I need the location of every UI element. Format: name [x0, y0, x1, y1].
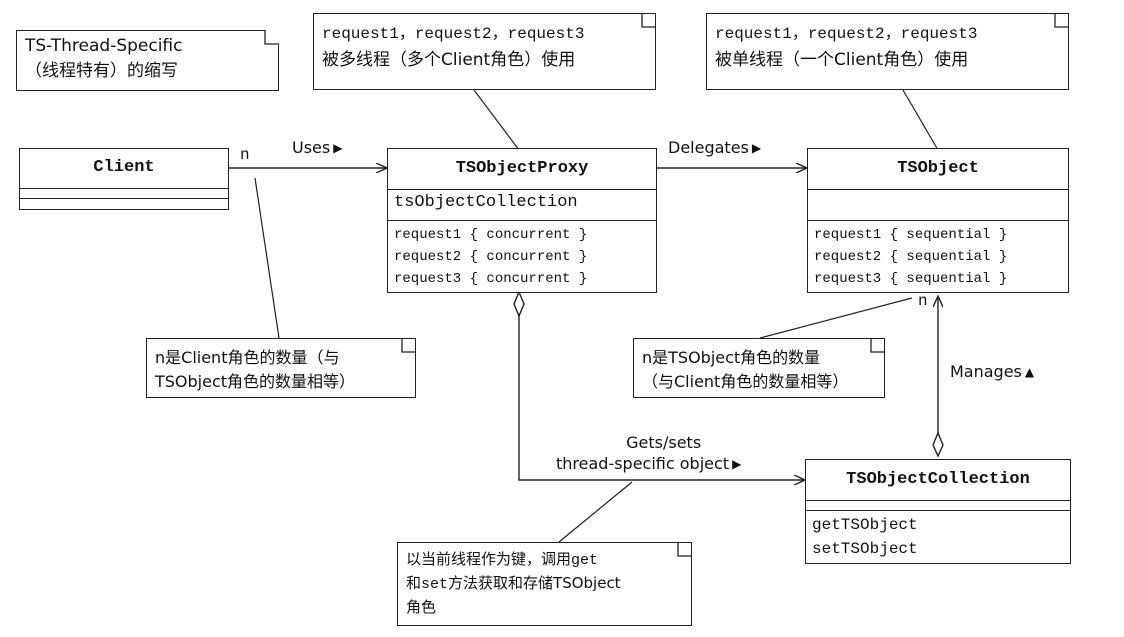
class-tsobjectcollection-attributes — [806, 501, 1070, 511]
direction-right-icon: ▶ — [732, 457, 742, 471]
multiplicity-tsobject: n — [918, 292, 928, 310]
class-tsobjectcollection: TSObjectCollection getTSObject setTSObje… — [805, 459, 1071, 564]
class-tsobject: TSObject request1 { sequential } request… — [807, 148, 1069, 293]
class-tsobject-operations: request1 { sequential } request2 { seque… — [808, 221, 1068, 290]
note-single-thread-line1: request1，request2，request3 — [715, 25, 978, 43]
class-tsobjectproxy-attributes: tsObjectCollection — [388, 190, 656, 221]
note-multi-thread: request1，request2，request3 被多线程（多个Client… — [313, 13, 656, 90]
operation-row: getTSObject — [812, 516, 918, 534]
operation-row: request3 { concurrent } — [394, 271, 588, 287]
delegates-label-text: Delegates — [668, 138, 749, 157]
class-tsobjectcollection-operations: getTSObject setTSObject — [806, 511, 1070, 561]
class-tsobjectproxy-name: TSObjectProxy — [388, 149, 656, 190]
note-thread-key-set-code: set — [421, 576, 449, 593]
note-single-thread: request1，request2，request3 被单线程（一个Client… — [706, 13, 1069, 90]
operation-row: request2 { concurrent } — [394, 249, 588, 265]
operation-row: request2 { sequential } — [814, 249, 1008, 265]
direction-up-icon: ▲ — [1024, 365, 1035, 379]
class-tsobject-attributes — [808, 190, 1068, 221]
note-thread-key-line2-pre: 和 — [406, 574, 422, 592]
attribute-tsobjectcollection: tsObjectCollection — [394, 193, 578, 212]
class-tsobject-name: TSObject — [808, 149, 1068, 190]
multiplicity-client: n — [240, 146, 250, 164]
manages-label-text: Manages — [950, 362, 1022, 381]
direction-right-icon: ▶ — [333, 141, 343, 155]
aggregation-diamond-collection — [932, 431, 944, 458]
operation-row: request1 { sequential } — [814, 227, 1008, 243]
note-abbreviation-line1: TS-Thread-Specific — [25, 36, 183, 56]
note-thread-key-line1: 以当前线程作为键，调用get — [406, 548, 683, 572]
class-client: Client — [19, 148, 229, 210]
note-tsobject-count: n是TSObject角色的数量 （与Client角色的数量相等） — [633, 338, 885, 398]
note-connector-tsobject-count — [759, 297, 913, 339]
operation-row: setTSObject — [812, 540, 918, 558]
class-client-name: Client — [20, 149, 228, 189]
note-client-count: n是Client角色的数量（与 TSObject角色的数量相等） — [146, 338, 416, 398]
delegates-label: Delegates▶ — [668, 138, 761, 157]
uses-label-text: Uses — [292, 138, 331, 157]
class-tsobjectcollection-name: TSObjectCollection — [806, 460, 1070, 501]
class-client-attributes — [20, 189, 228, 199]
note-client-count-line1: n是Client角色的数量（与 — [155, 348, 340, 367]
note-abbreviation: TS-Thread-Specific （线程特有）的缩写 — [16, 30, 279, 91]
note-tsobject-count-line1: n是TSObject角色的数量 — [642, 348, 821, 367]
note-abbreviation-line2: （线程特有）的缩写 — [25, 61, 178, 81]
note-single-thread-line2: 被单线程（一个Client角色）使用 — [715, 50, 969, 70]
gets-sets-label: Gets/sets thread-specific object▶ — [556, 432, 741, 475]
note-connector-single — [902, 89, 939, 151]
note-connector-multi — [473, 89, 520, 151]
gets-sets-association — [518, 300, 805, 480]
note-thread-key-line2: 和set方法获取和存储TSObject — [406, 572, 683, 596]
aggregation-diamond-proxy — [513, 290, 525, 318]
gets-sets-label-line1: Gets/sets — [626, 433, 702, 452]
class-tsobjectproxy-operations: request1 { concurrent } request2 { concu… — [388, 221, 656, 290]
note-connector-client-count — [254, 177, 280, 339]
note-client-count-line2: TSObject角色的数量相等） — [155, 372, 356, 391]
note-thread-key-line2-post: 方法获取和存储TSObject — [448, 574, 621, 592]
note-multi-thread-line1: request1，request2，request3 — [322, 25, 585, 43]
direction-right-icon: ▶ — [751, 141, 762, 155]
class-client-operations — [20, 199, 228, 209]
operation-row: request1 { concurrent } — [394, 227, 588, 243]
note-connector-key — [558, 481, 633, 543]
operation-row: request3 { sequential } — [814, 271, 1008, 287]
manages-label: Manages▲ — [950, 362, 1034, 381]
note-thread-key: 以当前线程作为键，调用get 和set方法获取和存储TSObject 角色 — [397, 542, 692, 626]
note-thread-key-line1-text: 以当前线程作为键，调用 — [406, 550, 572, 568]
class-tsobjectproxy: TSObjectProxy tsObjectCollection request… — [387, 148, 657, 293]
note-thread-key-get-code: get — [571, 552, 599, 569]
note-multi-thread-line2: 被多线程（多个Client角色）使用 — [322, 50, 576, 70]
note-thread-key-line3: 角色 — [406, 598, 437, 616]
uses-label: Uses▶ — [292, 138, 342, 157]
gets-sets-label-line2: thread-specific object▶ — [556, 453, 741, 475]
gets-sets-label-line2-text: thread-specific object — [556, 454, 730, 473]
note-tsobject-count-line2: （与Client角色的数量相等） — [642, 372, 849, 391]
